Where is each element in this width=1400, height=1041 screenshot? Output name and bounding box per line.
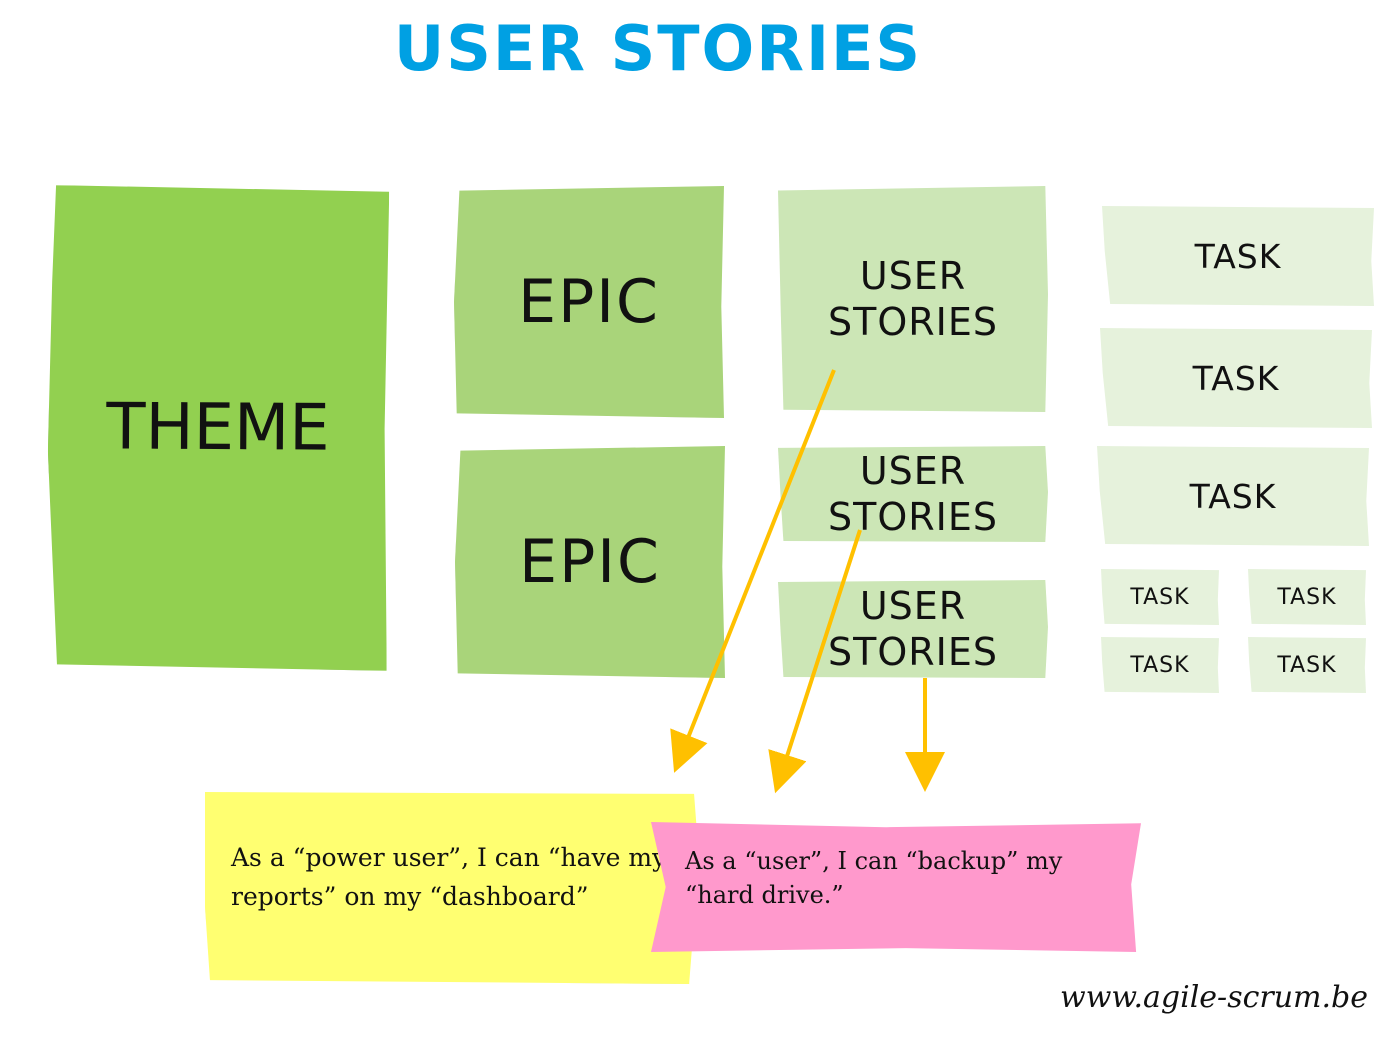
task-note-small-1: TASK <box>1101 569 1219 625</box>
task-note-2: TASK <box>1100 328 1372 428</box>
task-label: TASK <box>1130 584 1190 610</box>
user-story-note-2: USER STORIES <box>778 446 1048 542</box>
story-text: As a “power user”, I can “have my report… <box>231 843 667 911</box>
task-label: TASK <box>1194 236 1282 276</box>
user-story-note-1: USER STORIES <box>778 186 1048 412</box>
task-note-1: TASK <box>1102 206 1374 306</box>
arrow-story2-to-yellow <box>768 529 862 794</box>
user-story-label-line2: STORIES <box>828 630 998 674</box>
user-story-label-line1: USER <box>859 253 967 298</box>
user-story-note-3: USER STORIES <box>778 580 1048 678</box>
story-card-power-user: As a “power user”, I can “have my report… <box>205 792 699 984</box>
task-label: TASK <box>1277 584 1337 610</box>
task-label: TASK <box>1277 652 1337 678</box>
user-story-label-line2: STORIES <box>828 300 998 344</box>
task-label: TASK <box>1192 358 1280 398</box>
task-label: TASK <box>1189 476 1277 516</box>
user-story-label-line2: STORIES <box>828 495 998 539</box>
story-card-user: As a “user”, I can “backup” my “hard dri… <box>651 822 1141 952</box>
epic-note-1: EPIC <box>454 186 724 418</box>
user-story-label-line1: USER <box>859 583 967 628</box>
page-title: USER STORIES <box>393 12 923 85</box>
task-label: TASK <box>1130 652 1190 678</box>
arrow-story1-to-yellow <box>670 369 836 773</box>
epic-note-2: EPIC <box>455 446 725 678</box>
task-note-small-4: TASK <box>1248 637 1366 693</box>
epic-label: EPIC <box>518 267 660 337</box>
user-story-label-line1: USER <box>859 448 967 493</box>
site-url: www.agile-scrum.be <box>1060 980 1368 1015</box>
epic-label: EPIC <box>519 527 661 597</box>
task-note-small-3: TASK <box>1101 637 1219 693</box>
task-note-small-2: TASK <box>1248 569 1366 625</box>
task-note-3: TASK <box>1097 446 1369 546</box>
story-text: As a “user”, I can “backup” my “hard dri… <box>685 847 1063 909</box>
